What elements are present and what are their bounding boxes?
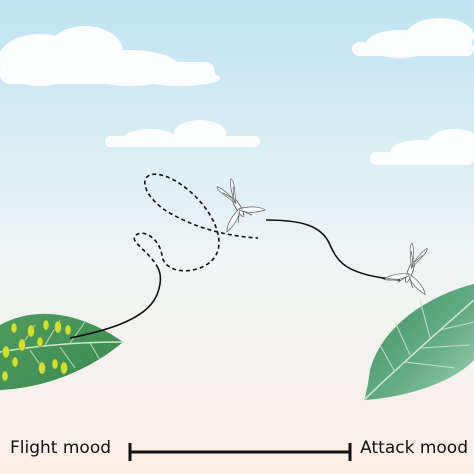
aphid-cluster-icon <box>1 319 72 382</box>
cloud-icon <box>105 120 260 147</box>
scale-bar <box>128 443 352 461</box>
flight-path-solid <box>69 267 162 339</box>
flight-path-dashed <box>133 173 259 272</box>
cloud-icon <box>352 18 474 58</box>
cloud-icon <box>0 26 220 86</box>
lacewing-insect-icon <box>383 242 428 296</box>
lacewing-insect-icon <box>216 178 266 233</box>
attack-mood-label: Attack mood <box>360 438 468 458</box>
flight-mood-label: Flight mood <box>10 438 112 458</box>
flight-path-solid <box>265 219 401 281</box>
cloud-icon <box>370 129 474 165</box>
leaf-icon <box>363 284 474 401</box>
